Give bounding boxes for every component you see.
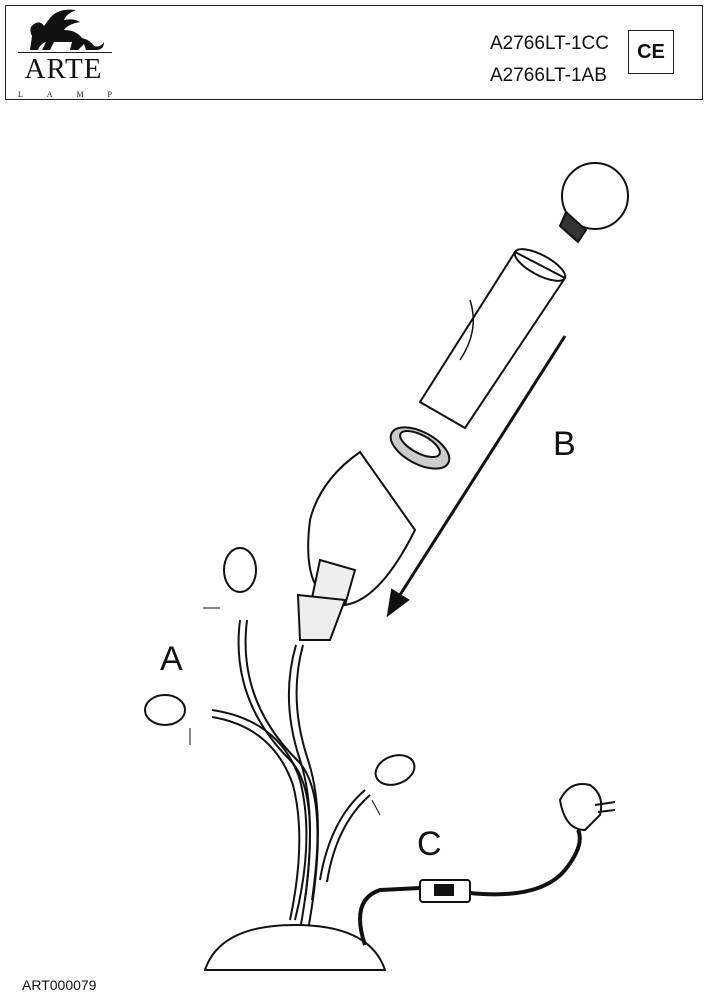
lamp-stems-icon [211,619,371,931]
brand-subtitle: L A M P [18,90,112,99]
brand-letter: L [18,90,23,99]
switch-icon [419,879,471,903]
step-label-c: C [417,825,442,863]
arrow-icon [386,335,567,618]
step-label-a: A [160,640,183,678]
logo-rule [18,52,112,53]
model-numbers: A2766LT-1CC A2766LT-1AB [490,28,609,92]
lamp-shade-icon [307,450,417,607]
ce-mark: CE [628,30,674,74]
brand-letter: P [107,90,112,99]
plug-icon [558,783,616,832]
brand-name: ARTE [24,53,103,85]
glass-leaf-icon [144,547,416,786]
socket-icon [296,593,347,641]
ring-nut-icon [389,426,451,470]
griffin-logo-icon [30,9,104,50]
lamp-base-icon [203,923,387,971]
header-box: ARTE L A M P A2766LT-1CC A2766LT-1AB CE [5,5,703,100]
power-cord-icon [358,829,582,946]
screw-icon [189,607,381,816]
model-number: A2766LT-1CC [490,33,609,54]
bulb-icon [558,162,629,244]
brand-letter: A [46,90,53,99]
glass-tube-icon [418,248,567,430]
step-label-b: B [553,425,576,463]
model-number: A2766LT-1AB [490,65,607,86]
brand-letter: M [76,90,84,99]
document-code: ART000079 [22,977,97,993]
